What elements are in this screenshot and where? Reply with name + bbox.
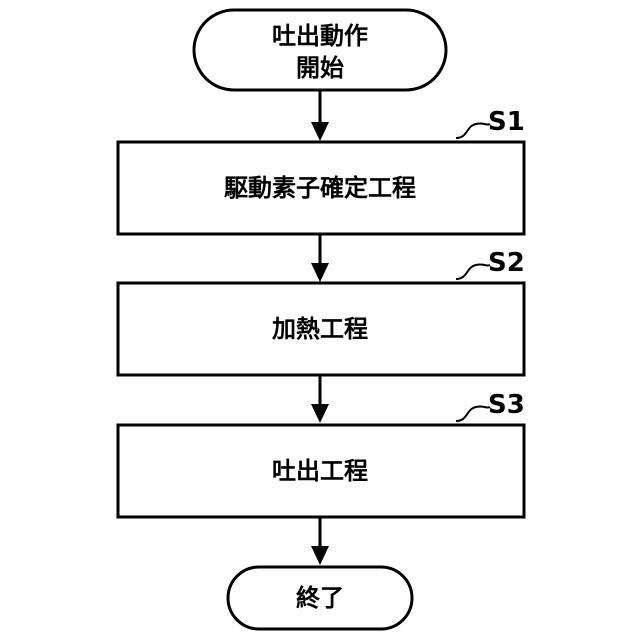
start-node: 吐出動作 開始 <box>194 10 446 90</box>
step-s2-label: 加熱工程 <box>272 315 368 343</box>
step-s3-id: S3 <box>488 390 525 420</box>
end-label: 終了 <box>296 584 344 612</box>
arrow-start-to-s1 <box>311 90 329 141</box>
step-s2-id: S2 <box>488 248 525 278</box>
start-label-line1: 吐出動作 <box>272 22 368 50</box>
step-s3-label: 吐出工程 <box>272 457 368 485</box>
arrow-s1-to-s2 <box>311 234 329 282</box>
arrow-s2-to-s3 <box>311 375 329 423</box>
start-label-line2: 開始 <box>296 54 344 82</box>
end-node: 終了 <box>228 567 412 629</box>
arrow-s3-to-end <box>311 517 329 565</box>
step-s2-leader <box>456 264 490 279</box>
step-s1-label: 駆動素子確定工程 <box>224 174 416 202</box>
step-s1-leader <box>456 123 490 138</box>
step-s3-leader <box>456 406 490 421</box>
step-s1-id: S1 <box>488 107 525 137</box>
